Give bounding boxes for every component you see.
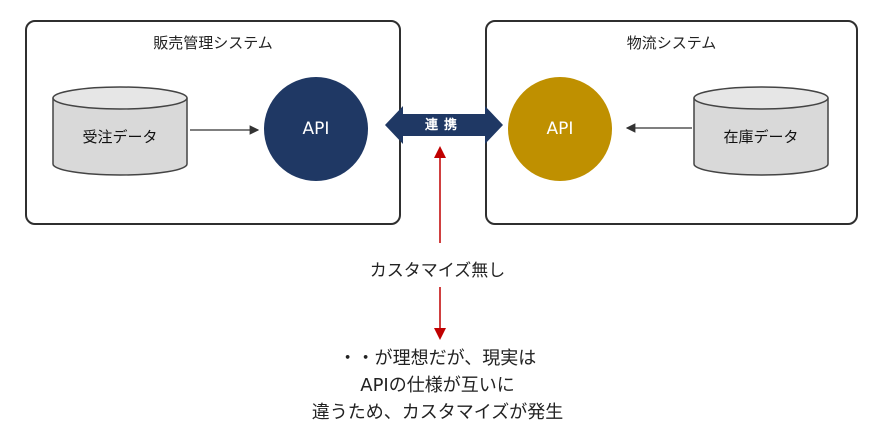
sales-api-node: API — [264, 77, 368, 181]
logistics-api-label: API — [546, 119, 574, 139]
reality-note-line-1: ・・が理想だが、現実は — [338, 348, 537, 369]
reality-note-line-3: 違うため、カスタマイズが発生 — [311, 402, 564, 423]
stock-data-database: 在庫データ — [693, 86, 829, 176]
stock-data-label: 在庫データ — [723, 128, 799, 146]
no-customization-text: カスタマイズ無し — [369, 261, 506, 281]
linkage-label: 連携 — [424, 118, 463, 133]
sales-api-label: API — [302, 119, 330, 139]
database-icon — [52, 86, 188, 176]
linkage-double-arrow — [385, 106, 503, 144]
logistics-system-title: 物流システム — [626, 34, 717, 52]
sales-system-title: 販売管理システム — [153, 34, 273, 52]
reality-note: ・・が理想だが、現実は APIの仕様が互いに 違うため、カスタマイズが発生 — [0, 345, 875, 426]
order-data-database: 受注データ — [52, 86, 188, 176]
database-icon — [693, 86, 829, 176]
order-data-label: 受注データ — [82, 128, 158, 146]
logistics-api-node: API — [508, 77, 612, 181]
reality-note-line-2: APIの仕様が互いに — [360, 375, 515, 396]
